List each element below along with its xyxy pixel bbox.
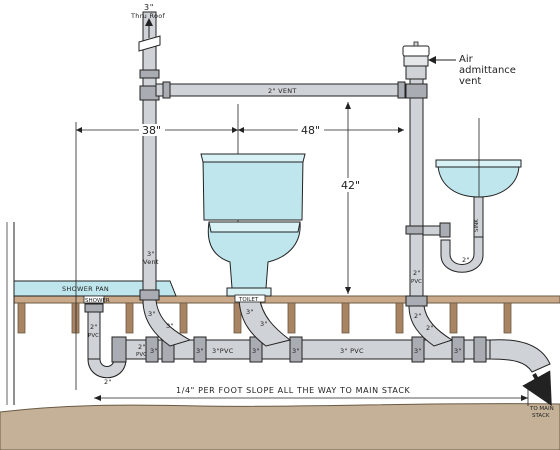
shower-pan: SHOWER PAN [13,280,177,297]
shower-pipe-size: 2" [90,323,98,331]
shower-pan-label: SHOWER PAN [62,285,109,293]
vent-3in-size: 3" [147,250,155,258]
main-stack-arrow [522,370,552,406]
fit-3-toilet-b: 3" [260,320,268,328]
air-vent-label-line2: admittance [459,65,516,76]
toilet-flange [234,294,266,303]
fit-3-e: 3" [150,347,158,355]
vent-2in-label: 2" VENT [268,87,297,95]
fit-3-stack-a: 3" [148,310,156,318]
toilet-flange-label: TOILET [238,297,259,303]
shower-pipe-pvc: PVC [88,333,99,339]
fit-2pvc-text: PVC [136,352,147,358]
fit-3-j: 3" [454,347,462,355]
fit-3-stack-b: 3" [166,322,174,330]
fit-3-g: 3" [252,347,260,355]
dim-42: 42" [341,179,360,192]
fit-3-f: 3" [196,347,204,355]
wye-stack [142,299,192,347]
fit-2-sink: 2" [414,312,422,320]
roof-label: Thru Roof [130,12,166,20]
fit-3-i: 3" [414,347,422,355]
sink-trap-size: 2" [462,256,470,264]
dim-48: 48" [301,124,320,137]
fit-3-toilet-a: 3" [246,308,254,316]
main-stack-label-2: STACK [532,413,550,419]
vent-2in-horizontal: 2" VENT [155,81,411,99]
sink: SINK 2" [422,118,522,273]
shower-trap-size: 2" [104,378,112,386]
shower-drain: SHOWER 2" PVC 2" [83,295,127,386]
sink-label: SINK [474,219,480,232]
pipe-3pvc-b: 3" PVC [340,347,364,355]
floor-structure [13,295,560,334]
ground [0,403,560,450]
dim-38: 38" [142,124,161,137]
roof-size-label: 3" [144,3,154,12]
shower-drain-label: SHOWER [85,298,110,304]
slope-note: 1/4" PER FOOT SLOPE ALL THE WAY TO MAIN … [176,386,411,395]
fit-2-b: 2" [426,324,434,332]
air-admittance-vent [402,41,430,80]
vent-2in-vertical: 2" PVC [405,77,428,311]
vent-3in-text: Vent [143,258,159,266]
sink-drain-size: 2" [413,269,421,277]
wye-sink [408,305,454,347]
pipe-3pvc-a: 3"PVC [212,347,234,355]
main-stack-label-1: TO MAIN [529,406,554,412]
fit-2pvc-size: 2" [138,343,146,351]
dimension-lines [75,102,529,406]
air-vent-label-line1: Air [459,54,474,65]
wye-toilet [238,295,292,347]
fit-3-h: 3" [292,347,300,355]
toilet [200,104,306,300]
sink-drain-pvc: PVC [411,279,422,285]
air-vent-label-line3: vent [459,76,481,87]
vent-stack-3in: 3" Vent [138,11,161,305]
main-drain [111,336,551,373]
